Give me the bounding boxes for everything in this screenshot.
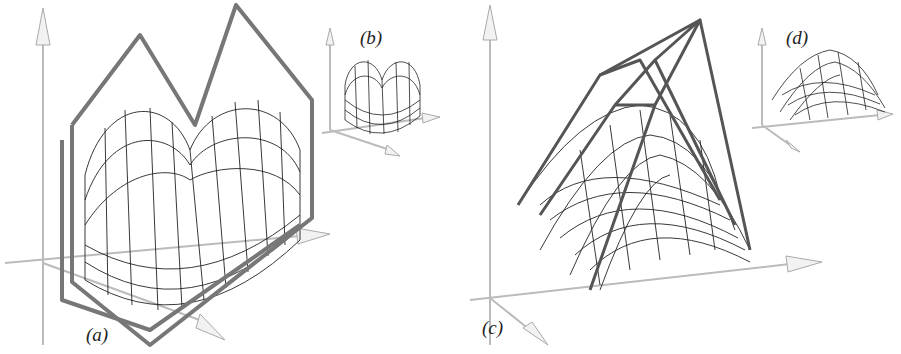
wireframe-surface <box>345 60 420 134</box>
axis-cones <box>36 5 893 345</box>
panel-label: (d) <box>786 28 808 47</box>
panel-label: (a) <box>86 325 108 344</box>
panel-label: (c) <box>482 318 503 337</box>
wireframe-surface <box>772 50 885 120</box>
control-frame <box>62 5 312 345</box>
control-frame <box>518 20 750 290</box>
axes <box>5 35 880 345</box>
wireframe-surface <box>85 100 300 310</box>
panel-label: (b) <box>360 28 382 47</box>
